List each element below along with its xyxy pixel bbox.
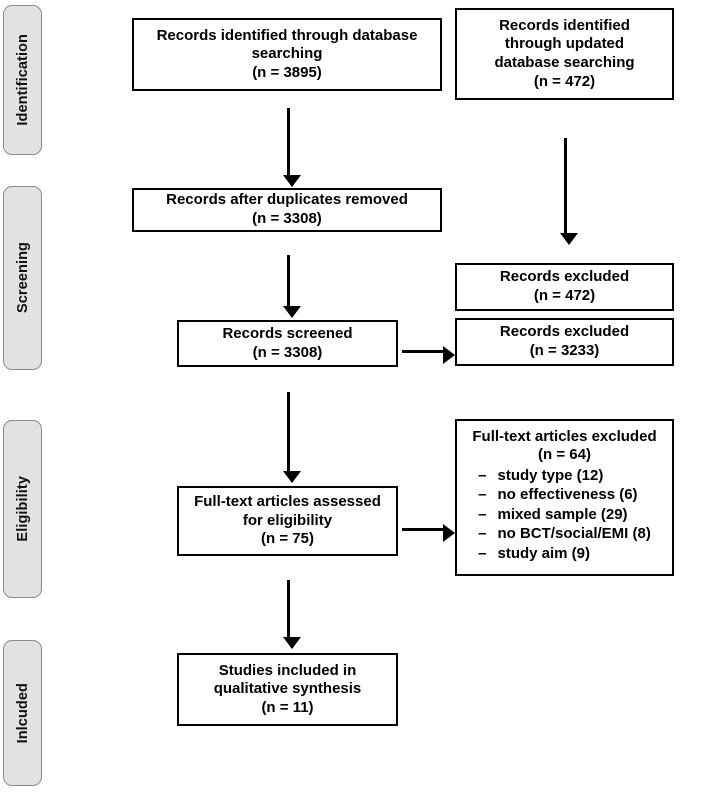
dash-marker: – [478, 486, 487, 504]
list-item: – study aim (9) [478, 544, 651, 564]
stage-tab-identification: Identification [3, 5, 42, 155]
list-item: – mixed sample (29) [478, 505, 651, 525]
reason-label: no effectiveness (6) [497, 486, 638, 504]
box-studies-included: Studies included in qualitative synthesi… [177, 653, 398, 726]
arrow-fulltext-to-excluded [402, 523, 455, 542]
reason-label: no BCT/social/EMI (8) [497, 525, 651, 543]
stage-tab-screening: Screening [3, 186, 42, 370]
arrow-identified-to-duplicates [282, 108, 301, 187]
stage-label-eligibility: Eligibility [14, 476, 31, 542]
arrow-screened-to-excluded [402, 345, 455, 364]
arrow-updated-to-excluded [559, 138, 578, 245]
dash-marker: – [478, 466, 487, 484]
box-fulltext-excluded: Full-text articles excluded (n = 64) – s… [455, 419, 674, 576]
box-records-excluded-updated: Records excluded (n = 472) [455, 263, 674, 311]
dash-marker: – [478, 505, 487, 523]
stage-label-identification: Identification [14, 34, 31, 126]
list-item: – no BCT/social/EMI (8) [478, 524, 651, 544]
box-fulltext-assessed-text: Full-text articles assessed for eligibil… [194, 493, 381, 548]
box-studies-included-text: Studies included in qualitative synthesi… [213, 661, 362, 716]
box-records-excluded-updated-text: Records excluded (n = 472) [499, 268, 630, 304]
box-fulltext-assessed: Full-text articles assessed for eligibil… [177, 486, 398, 556]
box-records-identified-database-text: Records identified through database sear… [156, 26, 418, 81]
box-fulltext-excluded-heading: Full-text articles excluded (n = 64) [472, 428, 657, 464]
box-records-screened-text: Records screened (n = 3308) [222, 324, 353, 361]
fulltext-exclusion-reason-list: – study type (12) – no effectiveness (6)… [478, 466, 651, 564]
box-records-screened: Records screened (n = 3308) [177, 320, 398, 367]
list-item: – study type (12) [478, 466, 651, 486]
reason-label: study aim (9) [497, 544, 591, 562]
box-records-after-duplicates: Records after duplicates removed (n = 33… [132, 188, 442, 232]
arrow-duplicates-to-screened [282, 255, 301, 318]
box-records-identified-updated-text: Records identified through updated datab… [494, 16, 635, 90]
box-records-excluded-screened: Records excluded (n = 3233) [455, 318, 674, 366]
box-records-excluded-screened-text: Records excluded (n = 3233) [499, 323, 630, 359]
dash-marker: – [478, 544, 487, 562]
box-records-after-duplicates-text: Records after duplicates removed (n = 33… [166, 191, 408, 227]
stage-label-screening: Screening [14, 242, 31, 314]
arrow-screened-to-fulltext [282, 392, 301, 483]
arrow-fulltext-to-included [282, 580, 301, 649]
list-item: – no effectiveness (6) [478, 485, 651, 505]
stage-tab-eligibility: Eligibility [3, 420, 42, 598]
reason-label: study type (12) [497, 466, 604, 484]
box-records-identified-database: Records identified through database sear… [132, 18, 442, 91]
stage-tab-included: Inlcuded [3, 640, 42, 786]
reason-label: mixed sample (29) [497, 505, 628, 523]
dash-marker: – [478, 525, 487, 543]
box-records-identified-updated: Records identified through updated datab… [455, 8, 674, 100]
stage-label-included: Inlcuded [14, 682, 31, 744]
